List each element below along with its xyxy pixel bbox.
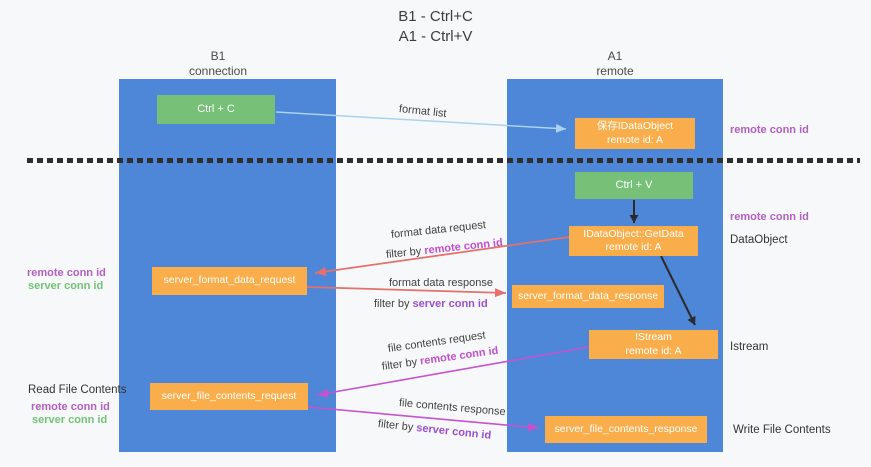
filter-by-text: filter by	[381, 355, 421, 373]
diagram-title: B1 - Ctrl+C A1 - Ctrl+V	[0, 7, 871, 48]
dataobject-annotation: DataObject	[730, 234, 788, 246]
right-column-name: A1	[607, 49, 623, 63]
remote-conn-id-annotation-left-1: remote conn id	[27, 267, 106, 279]
format-list-label: format list	[398, 103, 448, 120]
remote-conn-id-annotation-mid: remote conn id	[730, 211, 809, 223]
filter-by-text: filter by	[374, 298, 413, 310]
ctrl-c-label: Ctrl + C	[197, 102, 235, 115]
left-column-header: B1 connection	[110, 49, 326, 79]
server-file-contents-response-label: server_file_contents_response	[554, 422, 698, 435]
remote-conn-id-annotation-left-2: remote conn id	[31, 401, 110, 413]
server-format-data-response-label: server_format_data_response	[517, 289, 659, 302]
save-idataobject-line2: remote id: A	[606, 133, 664, 146]
server-conn-id-text: server conn id	[412, 298, 488, 310]
filter-by-text: filter by	[377, 418, 417, 434]
left-column-subtitle: connection	[188, 64, 248, 78]
filter-by-server-conn-id-label-2: filter by server conn id	[377, 418, 491, 442]
server-file-contents-request-box: server_file_contents_request	[150, 383, 308, 410]
getdata-line1: IDataObject::GetData	[583, 227, 684, 240]
istream-box: IStream remote id: A	[589, 330, 718, 359]
left-column-name: B1	[210, 49, 226, 63]
istream-line2: remote id: A	[625, 344, 682, 357]
title-line-1: B1 - Ctrl+C	[398, 8, 473, 25]
write-file-contents-annotation: Write File Contents	[733, 424, 831, 436]
server-conn-id-annotation-left-2: server conn id	[32, 414, 108, 426]
server-format-data-response-box: server_format_data_response	[512, 285, 664, 308]
title-line-2: A1 - Ctrl+V	[398, 28, 473, 46]
ctrl-c-box: Ctrl + C	[157, 95, 275, 124]
filter-by-server-conn-id-label-1: filter by server conn id	[374, 298, 488, 310]
read-file-contents-annotation: Read File Contents	[28, 384, 127, 396]
server-conn-id-annotation-left-1: server conn id	[28, 280, 104, 292]
right-column-subtitle: remote	[596, 64, 634, 78]
ctrl-v-box: Ctrl + V	[575, 172, 693, 199]
file-contents-response-label: file contents response	[398, 397, 507, 419]
getdata-line2: remote id: A	[605, 241, 662, 253]
save-idataobject-box: 保存IDataObject remote id: A	[575, 118, 695, 149]
server-file-contents-request-label: server_file_contents_request	[161, 389, 297, 402]
server-file-contents-response-box: server_file_contents_response	[545, 416, 707, 443]
phase-divider-dashed-line	[27, 158, 860, 163]
ctrl-v-label: Ctrl + V	[615, 178, 653, 191]
idataobject-getdata-box: IDataObject::GetData remote id: A	[569, 226, 698, 256]
filter-by-remote-conn-id-label-1: filter by remote conn id	[385, 237, 503, 261]
server-conn-id-text: server conn id	[415, 422, 492, 442]
remote-conn-id-text: remote conn id	[423, 236, 504, 257]
filter-by-text: filter by	[385, 245, 425, 261]
server-format-data-request-label: server_format_data_request	[163, 274, 296, 287]
istream-annotation: Istream	[730, 341, 769, 353]
format-data-response-label: format data response	[389, 277, 493, 289]
format-data-request-label: format data request	[390, 219, 487, 241]
server-format-data-request-box: server_format_data_request	[152, 267, 307, 295]
istream-line1: IStream	[635, 331, 672, 344]
save-idataobject-line1: 保存IDataObject	[596, 120, 674, 133]
remote-conn-id-annotation-top: remote conn id	[730, 124, 809, 136]
right-column-header: A1 remote	[507, 49, 723, 79]
